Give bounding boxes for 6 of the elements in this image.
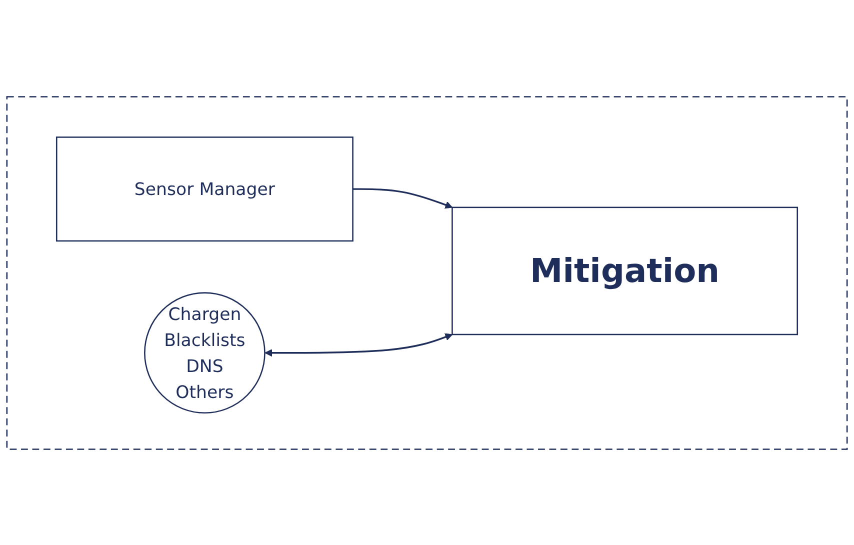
node-box: Mitigation xyxy=(452,206,798,335)
arrow xyxy=(264,332,453,356)
arrow xyxy=(352,188,453,208)
cluster xyxy=(6,96,848,450)
node-box: Sensor Manager xyxy=(56,136,354,242)
node-circle: Chargen Blacklists DNS Others xyxy=(144,292,266,414)
